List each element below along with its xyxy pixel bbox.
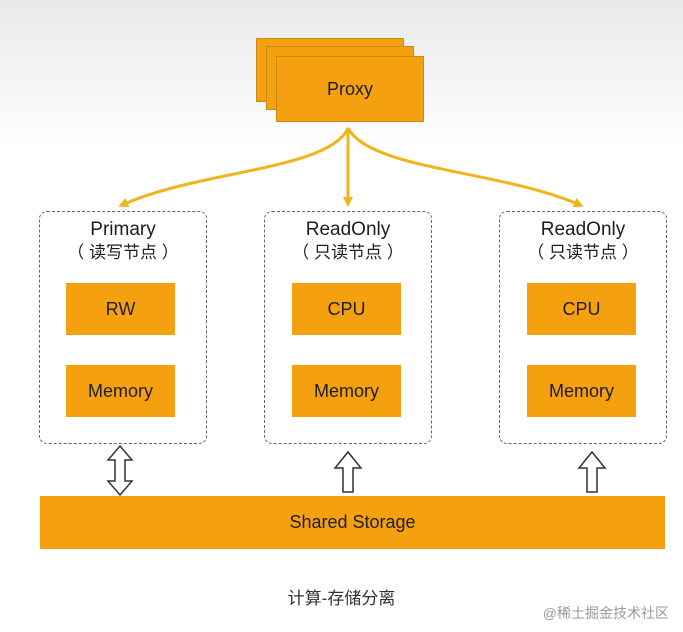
shared-storage-label: Shared Storage bbox=[289, 512, 416, 532]
node-primary bbox=[39, 211, 207, 444]
up-arrow-readonly-1-storage bbox=[333, 450, 363, 493]
node-readonly-1-cpu-label: CPU bbox=[327, 298, 366, 319]
arrow-proxy-to-readonly-2 bbox=[346, 127, 584, 208]
node-readonly-1-cpu-box: CPU bbox=[292, 283, 401, 335]
node-readonly-2-subtitle: （ 只读节点 ） bbox=[527, 243, 639, 262]
node-readonly-2-cpu-label: CPU bbox=[562, 298, 601, 319]
node-primary-rw-box: RW bbox=[66, 283, 175, 335]
node-readonly-1-subtitle: （ 只读节点 ） bbox=[292, 243, 404, 262]
node-readonly-1-memory-label: Memory bbox=[313, 380, 379, 401]
node-primary-title: Primary bbox=[90, 219, 156, 240]
watermark: @稀土掘金技术社区 bbox=[542, 605, 669, 621]
node-readonly-2-memory-box: Memory bbox=[527, 365, 636, 417]
node-primary-memory-box: Memory bbox=[66, 365, 175, 417]
node-readonly-2 bbox=[499, 211, 667, 444]
node-readonly-1 bbox=[264, 211, 432, 444]
shared-storage-bar: Shared Storage bbox=[40, 496, 665, 549]
double-arrow-primary-storage bbox=[106, 444, 134, 497]
up-arrow-readonly-2-storage bbox=[577, 450, 607, 493]
node-readonly-2-memory-label: Memory bbox=[548, 380, 614, 401]
node-readonly-1-memory-box: Memory bbox=[292, 365, 401, 417]
node-readonly-2-cpu-box: CPU bbox=[527, 283, 636, 335]
proxy-box: Proxy bbox=[276, 56, 424, 122]
node-primary-rw-label: RW bbox=[105, 298, 136, 319]
node-primary-subtitle: （ 读写节点 ） bbox=[67, 243, 179, 262]
node-primary-memory-label: Memory bbox=[87, 380, 153, 401]
node-readonly-2-title: ReadOnly bbox=[540, 219, 626, 240]
node-readonly-1-title: ReadOnly bbox=[305, 219, 391, 240]
diagram-caption: 计算-存储分离 bbox=[287, 589, 396, 608]
proxy-label: Proxy bbox=[326, 78, 373, 99]
arrow-proxy-to-primary bbox=[118, 127, 350, 208]
